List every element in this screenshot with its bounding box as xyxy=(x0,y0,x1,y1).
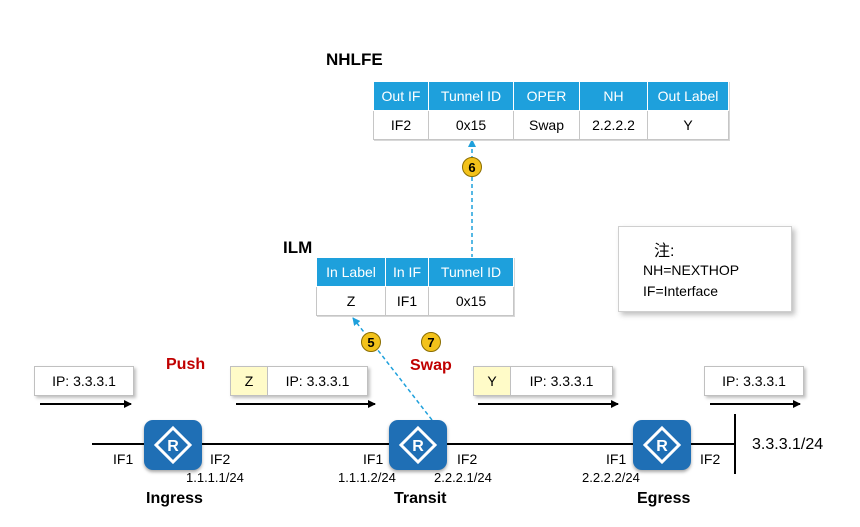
svg-text:R: R xyxy=(167,438,179,455)
transit-name: Transit xyxy=(394,490,447,507)
nhlfe-cell: Swap xyxy=(513,110,580,140)
router-icon: R xyxy=(153,425,193,465)
svg-text:R: R xyxy=(412,438,424,455)
router-icon: R xyxy=(642,425,682,465)
transit-if1-ip: 1.1.1.2/24 xyxy=(338,470,396,485)
nhlfe-cell: IF2 xyxy=(373,110,429,140)
push-label: Push xyxy=(166,356,206,373)
packet-ip: IP: 3.3.3.1 xyxy=(285,373,350,389)
packet-ip: IP: 3.3.3.1 xyxy=(529,373,594,389)
ingress-if2-ip: 1.1.1.1/24 xyxy=(186,470,244,485)
nhlfe-header-cell: Out IF xyxy=(373,81,429,111)
packet-ip-only: IP: 3.3.3.1 xyxy=(34,366,134,396)
ilm-cell: 0x15 xyxy=(428,286,514,316)
nhlfe-header-cell: Out Label xyxy=(647,81,729,111)
table-row: Z IF1 0x15 xyxy=(316,286,514,316)
table-row: IF2 0x15 Swap 2.2.2.2 Y xyxy=(373,110,729,140)
ilm-header-cell: In IF xyxy=(385,257,429,287)
nhlfe-cell: 2.2.2.2 xyxy=(579,110,648,140)
packet-label: Y xyxy=(474,367,511,395)
packet-ip-only: IP: 3.3.3.1 xyxy=(704,366,804,396)
svg-text:R: R xyxy=(656,438,668,455)
egress-if2: IF2 xyxy=(700,451,721,467)
packet-labeled: Y IP: 3.3.3.1 xyxy=(473,366,613,396)
transit-if2-ip: 2.2.2.1/24 xyxy=(434,470,492,485)
egress-name: Egress xyxy=(637,490,691,507)
router-icon: R xyxy=(398,425,438,465)
ingress-name: Ingress xyxy=(146,490,203,507)
egress-if1-ip: 2.2.2.2/24 xyxy=(582,470,640,485)
packet-ip: IP: 3.3.3.1 xyxy=(722,373,786,389)
packet-ip: IP: 3.3.3.1 xyxy=(52,373,116,389)
step-badge-5: 5 xyxy=(361,332,381,352)
transit-if2: IF2 xyxy=(457,451,478,467)
egress-if1: IF1 xyxy=(606,451,627,467)
step-badge-6: 6 xyxy=(462,157,482,177)
note-line: NH=NEXTHOP xyxy=(643,262,740,278)
nhlfe-table: Out IF Tunnel ID OPER NH Out Label IF2 0… xyxy=(373,81,729,140)
step-badge-7: 7 xyxy=(421,332,441,352)
swap-label: Swap xyxy=(410,357,452,374)
router-ingress: R xyxy=(144,420,202,470)
nhlfe-header-cell: OPER xyxy=(513,81,580,111)
router-transit: R xyxy=(389,420,447,470)
packet-labeled: Z IP: 3.3.3.1 xyxy=(230,366,368,396)
nhlfe-cell: 0x15 xyxy=(428,110,514,140)
ilm-title: ILM xyxy=(283,238,313,257)
router-egress: R xyxy=(633,420,691,470)
note-title: 注: xyxy=(654,243,675,260)
ilm-header-cell: Tunnel ID xyxy=(428,257,514,287)
note-box: 注: NH=NEXTHOP IF=Interface xyxy=(618,226,792,312)
nhlfe-title: NHLFE xyxy=(326,50,383,69)
ilm-cell: IF1 xyxy=(385,286,429,316)
note-line: IF=Interface xyxy=(643,283,719,299)
nhlfe-header-cell: Tunnel ID xyxy=(428,81,514,111)
packet-label: Z xyxy=(231,367,268,395)
ilm-cell: Z xyxy=(316,286,386,316)
ingress-if1: IF1 xyxy=(113,451,134,467)
ingress-if2: IF2 xyxy=(210,451,231,467)
nhlfe-cell: Y xyxy=(647,110,729,140)
destination-network: 3.3.3.1/24 xyxy=(752,436,824,453)
transit-if1: IF1 xyxy=(363,451,384,467)
nhlfe-header-cell: NH xyxy=(579,81,648,111)
ilm-header-cell: In Label xyxy=(316,257,386,287)
ilm-table: In Label In IF Tunnel ID Z IF1 0x15 xyxy=(316,257,514,316)
